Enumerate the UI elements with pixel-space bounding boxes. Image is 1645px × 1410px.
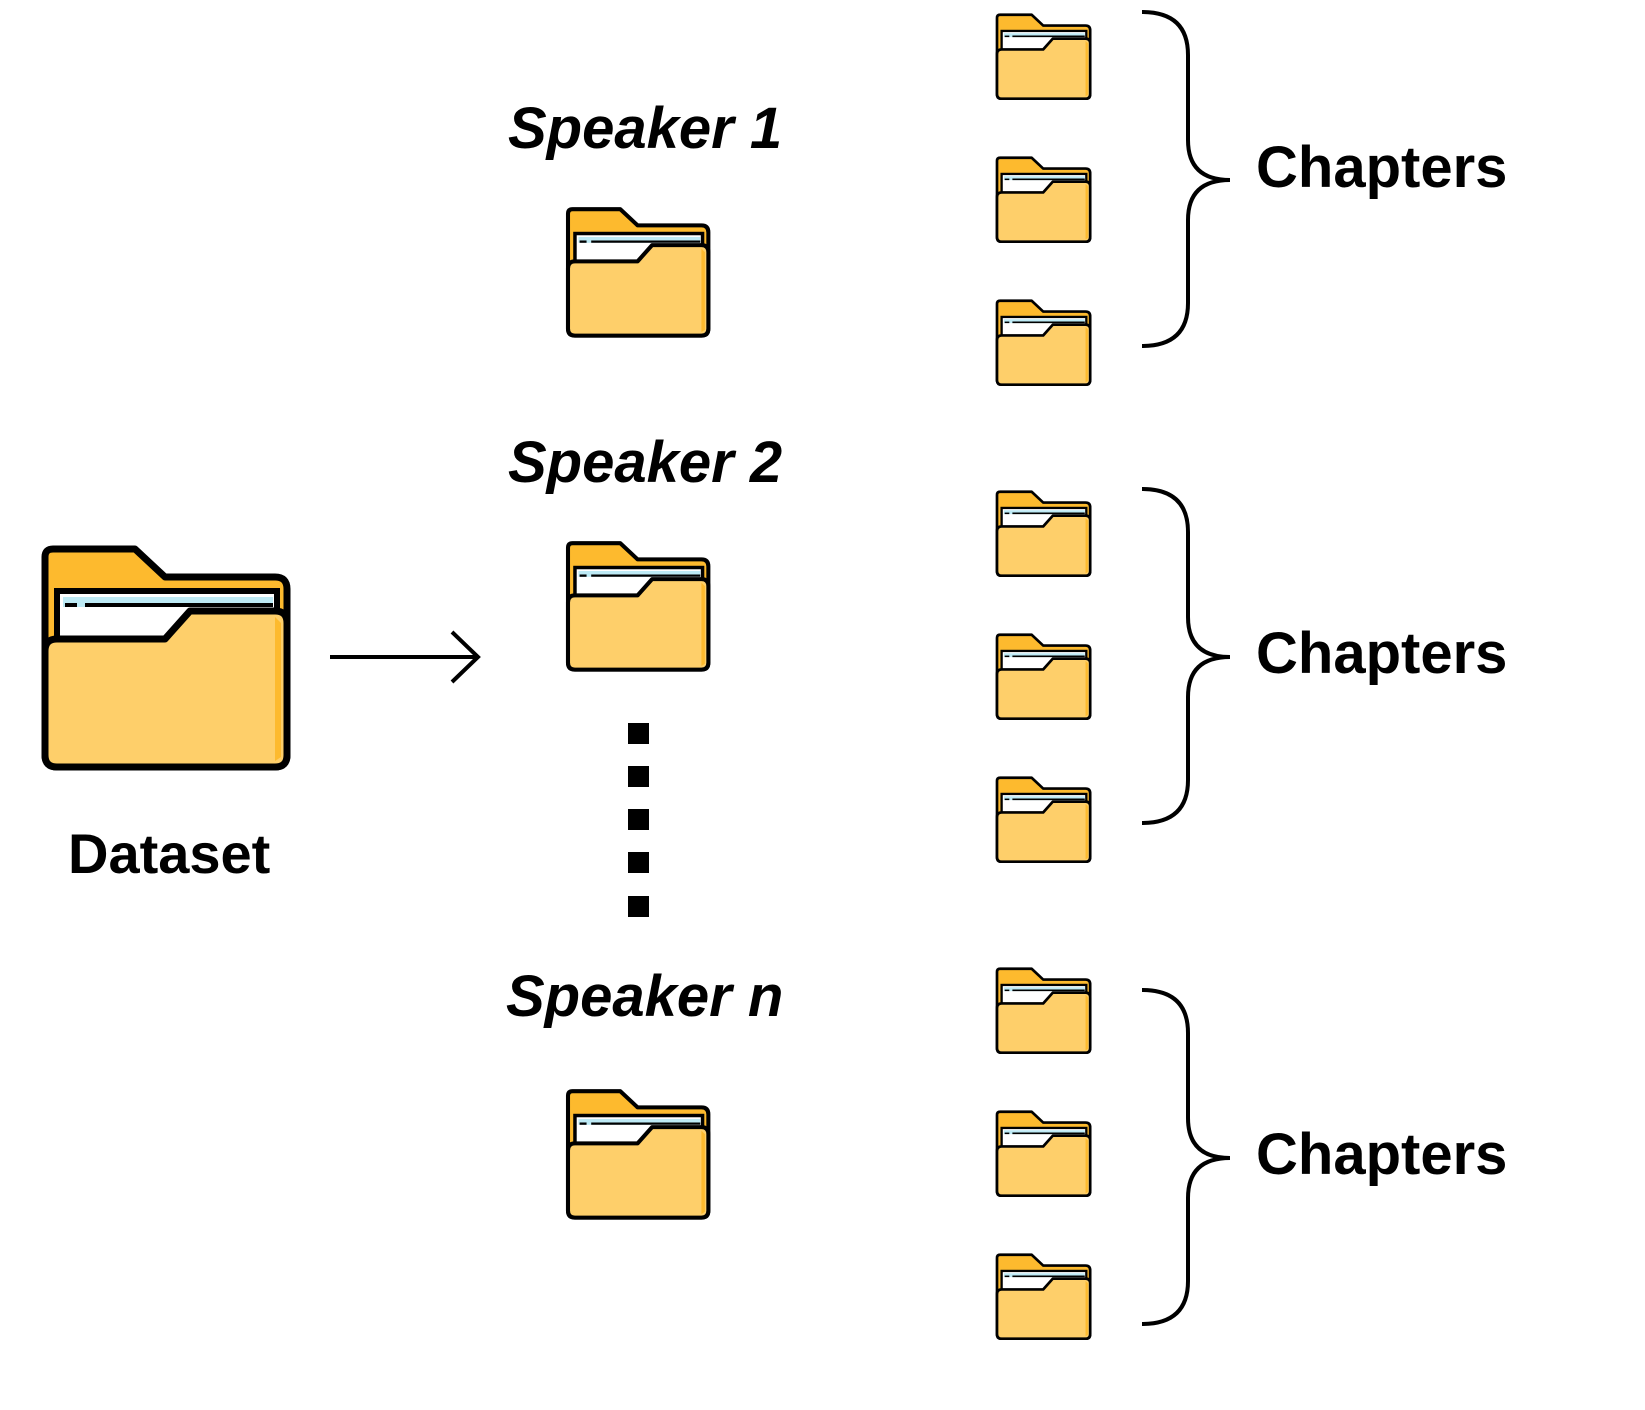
chapter-folder-icon xyxy=(995,967,1092,1055)
speaker-1-label: Speaker 1 xyxy=(508,96,783,161)
speaker-2-label: Speaker 2 xyxy=(508,430,783,495)
chapter-folders-group-2 xyxy=(995,490,1092,864)
speaker-1-folder-icon xyxy=(568,209,708,335)
chapters-label-3: Chapters xyxy=(1256,1122,1508,1187)
chapter-folder-icon xyxy=(995,633,1092,721)
chapter-folder-icon xyxy=(995,776,1092,864)
chapter-folder-icon xyxy=(995,13,1092,101)
speaker-n-folder-icon xyxy=(568,1091,708,1217)
speaker-n-label: Speaker n xyxy=(506,964,784,1029)
speaker-2-folder-icon xyxy=(568,543,708,669)
curly-brace-3 xyxy=(1141,988,1231,1326)
chapter-folder-icon xyxy=(995,299,1092,387)
arrow-right-icon xyxy=(330,630,481,684)
ellipsis-icon xyxy=(628,723,649,917)
chapter-folder-icon xyxy=(995,1110,1092,1198)
curly-brace-1 xyxy=(1141,10,1231,348)
chapter-folder-icon xyxy=(995,156,1092,244)
chapters-label-1: Chapters xyxy=(1256,135,1508,200)
dataset-folder-icon xyxy=(45,549,287,767)
chapter-folders-group-1 xyxy=(995,13,1092,387)
dataset-label: Dataset xyxy=(68,822,271,885)
curly-brace-2 xyxy=(1141,487,1231,825)
chapter-folder-icon xyxy=(995,1253,1092,1341)
chapter-folder-icon xyxy=(995,490,1092,578)
chapter-folders-group-3 xyxy=(995,967,1092,1341)
chapters-label-2: Chapters xyxy=(1256,621,1508,686)
